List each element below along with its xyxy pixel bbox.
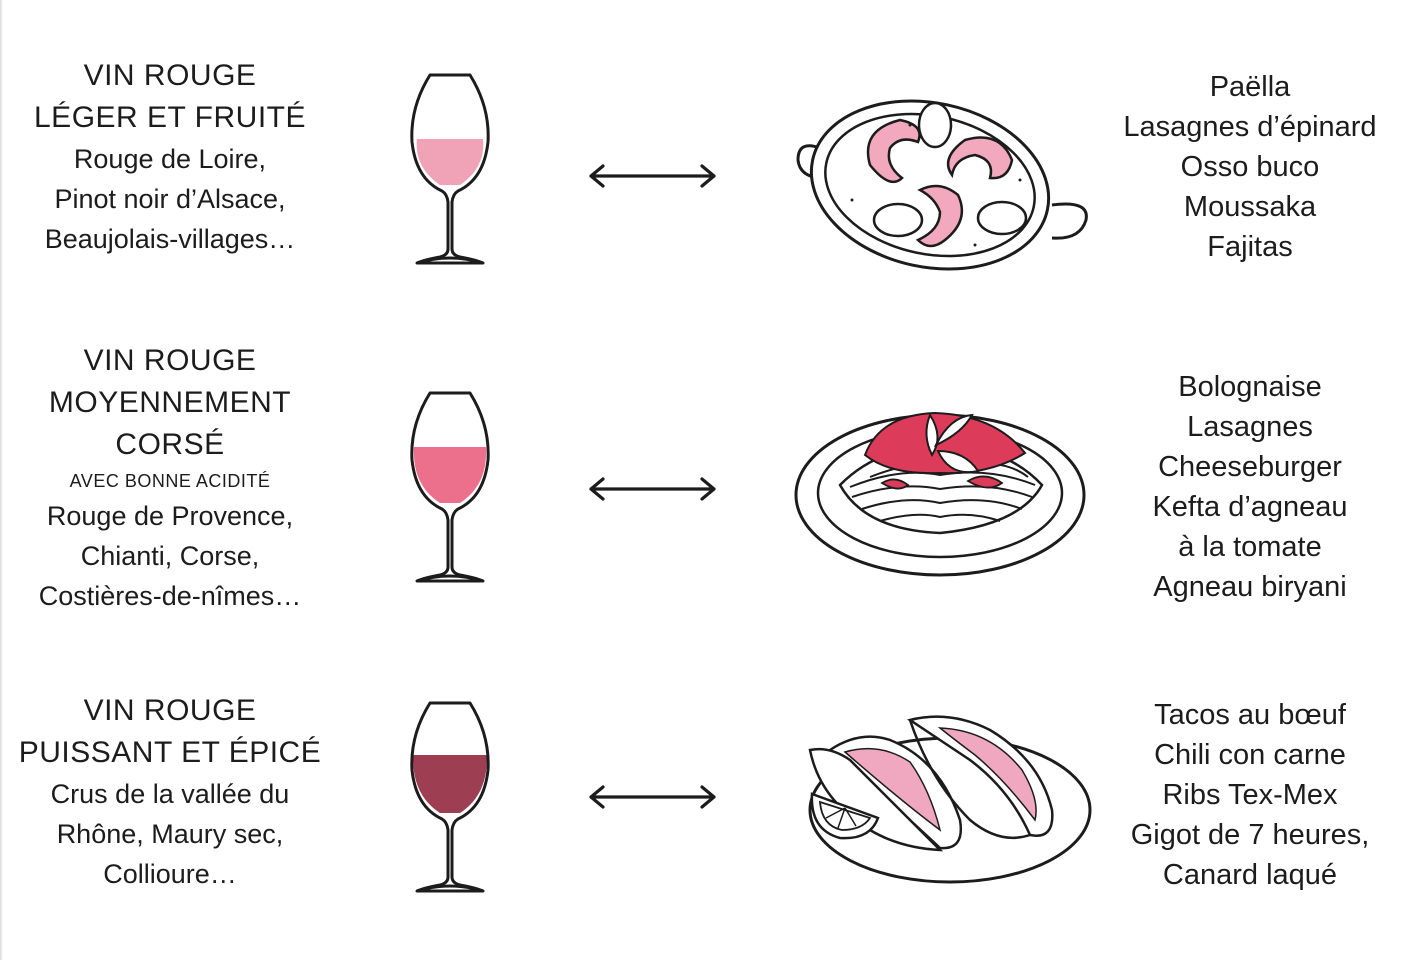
list-item: Moussaka	[1183, 191, 1317, 223]
page-edge	[0, 0, 3, 960]
wine-description: VIN ROUGE LÉGER ET FRUITÉ Rouge de Loire…	[0, 55, 340, 259]
double-arrow-icon	[589, 477, 716, 501]
list-item: Paëlla	[1209, 71, 1291, 103]
paella-pan-icon	[796, 99, 1088, 271]
double-arrow-icon	[589, 164, 716, 188]
list-item: Cheeseburger	[1158, 451, 1342, 483]
double-arrow-icon	[589, 785, 716, 809]
list-item: Bolognaise	[1178, 371, 1322, 403]
list-item: Canard laqué	[1162, 859, 1338, 891]
spaghetti-plate-icon	[794, 411, 1086, 577]
wine-liquid	[412, 755, 488, 813]
wine-examples: Crus de la vallée du Rhône, Maury sec, C…	[50, 779, 290, 889]
wine-description: VIN ROUGE MOYENNEMENT CORSÉ AVEC BONNE A…	[0, 340, 340, 616]
dish-pairing-list: Bolognaise Lasagnes Cheeseburger Kefta d…	[1100, 367, 1400, 607]
list-item: à la tomate	[1178, 531, 1322, 563]
list-item: Osso buco	[1180, 151, 1320, 183]
wine-glass-icon	[410, 701, 490, 893]
list-item: Lasagnes	[1187, 411, 1313, 443]
list-item: Kefta d’agneau	[1152, 491, 1348, 523]
wine-glass-icon	[410, 391, 490, 583]
wine-description: VIN ROUGE PUISSANT ET ÉPICÉ Crus de la v…	[0, 690, 340, 894]
list-item: Agneau biryani	[1153, 571, 1347, 603]
wine-style-title: VIN ROUGE PUISSANT ET ÉPICÉ	[18, 694, 322, 769]
tacos-plate-icon	[808, 715, 1092, 884]
list-item: Lasagnes d’épinard	[1123, 111, 1377, 143]
list-item: Fajitas	[1207, 231, 1293, 263]
wine-style-title: VIN ROUGE MOYENNEMENT CORSÉ	[48, 344, 292, 461]
wine-examples: Rouge de Loire, Pinot noir d’Alsace, Bea…	[44, 144, 296, 254]
dish-pairing-list: Paëlla Lasagnes d’épinard Osso buco Mous…	[1100, 67, 1400, 267]
wine-style-title: VIN ROUGE LÉGER ET FRUITÉ	[34, 59, 306, 134]
wine-note: AVEC BONNE ACIDITÉ	[69, 471, 271, 491]
wine-glass-icon	[410, 73, 490, 265]
list-item: Gigot de 7 heures,	[1130, 819, 1370, 851]
wine-examples: Rouge de Provence, Chianti, Corse, Costi…	[38, 501, 302, 611]
list-item: Ribs Tex-Mex	[1162, 779, 1338, 811]
wine-liquid	[416, 139, 484, 185]
list-item: Tacos au bœuf	[1154, 699, 1346, 731]
wine-liquid	[413, 447, 487, 503]
dish-pairing-list: Tacos au bœuf Chili con carne Ribs Tex-M…	[1100, 695, 1400, 895]
list-item: Chili con carne	[1154, 739, 1346, 771]
